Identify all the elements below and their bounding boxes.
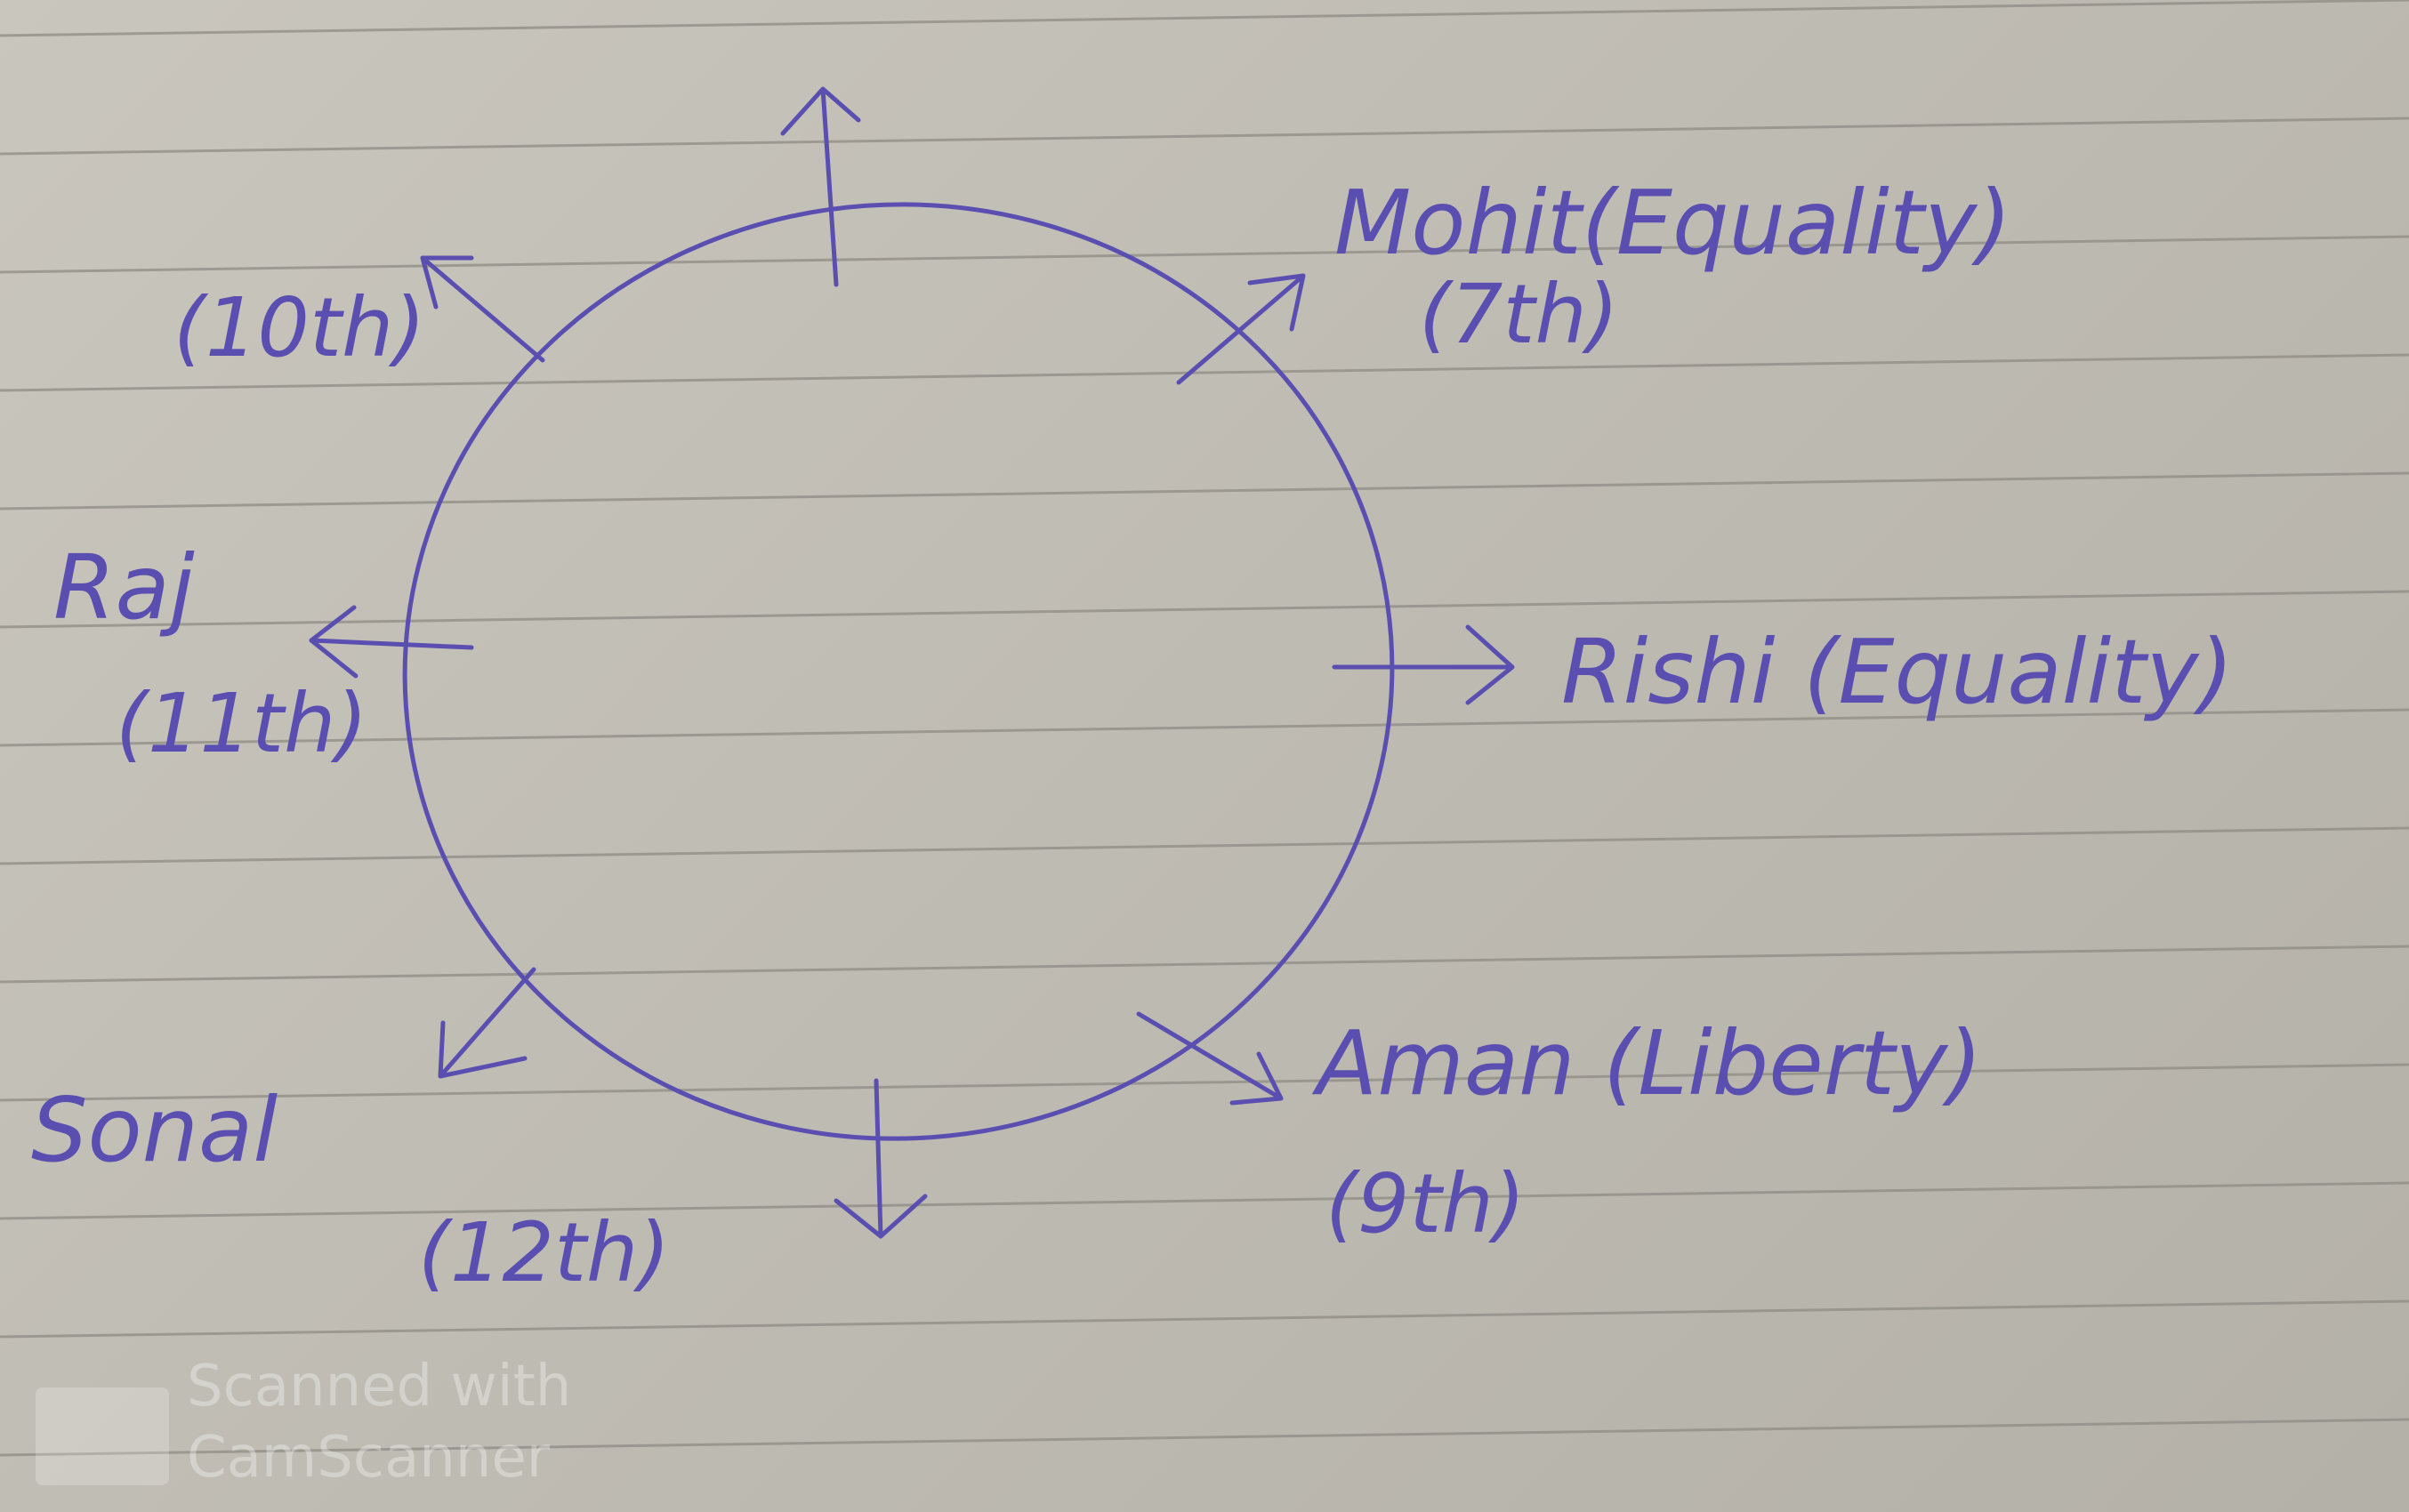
unnamed-rank: (10th) xyxy=(173,280,425,375)
mohit-rank: (7th) xyxy=(1419,267,1619,362)
round-table xyxy=(402,202,1395,1141)
ruled-line xyxy=(0,1418,2409,1457)
scanner-watermark: Scanned with CamScanner xyxy=(36,1354,571,1491)
ruled-line xyxy=(0,353,2409,392)
arrow-bottom-right xyxy=(1136,1011,1284,1106)
sonal-rank: (12th) xyxy=(418,1205,670,1300)
arrow-top xyxy=(780,86,861,287)
arrow-bottom-left xyxy=(438,967,536,1079)
arrow-top-left xyxy=(420,255,545,363)
ruled-line xyxy=(0,826,2409,865)
ruled-line xyxy=(0,945,2409,984)
rishi-name: Rishi (Equality) xyxy=(1561,620,2234,724)
ruled-line xyxy=(0,1063,2409,1102)
ruled-line xyxy=(0,235,2409,274)
ruled-line xyxy=(0,471,2409,511)
ruled-line xyxy=(0,1181,2409,1220)
arrow-top-right xyxy=(1176,273,1306,385)
arrow-bottom xyxy=(834,1078,928,1239)
arrow-right xyxy=(1332,624,1515,705)
ruled-line xyxy=(0,1299,2409,1339)
mohit-name: Mohit(Equality) xyxy=(1334,171,2011,275)
aman-name: Aman (Liberty) xyxy=(1311,1011,1982,1115)
sonal-name: Sonal xyxy=(31,1078,278,1182)
ruled-line xyxy=(0,590,2409,629)
raj-name: Raj xyxy=(53,535,195,639)
ruled-line xyxy=(0,117,2409,156)
arrow-left xyxy=(309,605,474,679)
watermark-logo xyxy=(36,1387,169,1485)
ruled-line xyxy=(0,708,2409,747)
raj-rank: (11th) xyxy=(116,676,367,771)
watermark-line-2: CamScanner xyxy=(187,1425,551,1491)
aman-rank: (9th) xyxy=(1325,1156,1526,1251)
direction-arrows xyxy=(309,86,1515,1239)
watermark-line-1: Scanned with xyxy=(187,1354,571,1420)
seat-labels: Mohit(Equality) (7th) Rishi (Equality) A… xyxy=(31,171,2234,1300)
ruled-line xyxy=(0,0,2409,37)
